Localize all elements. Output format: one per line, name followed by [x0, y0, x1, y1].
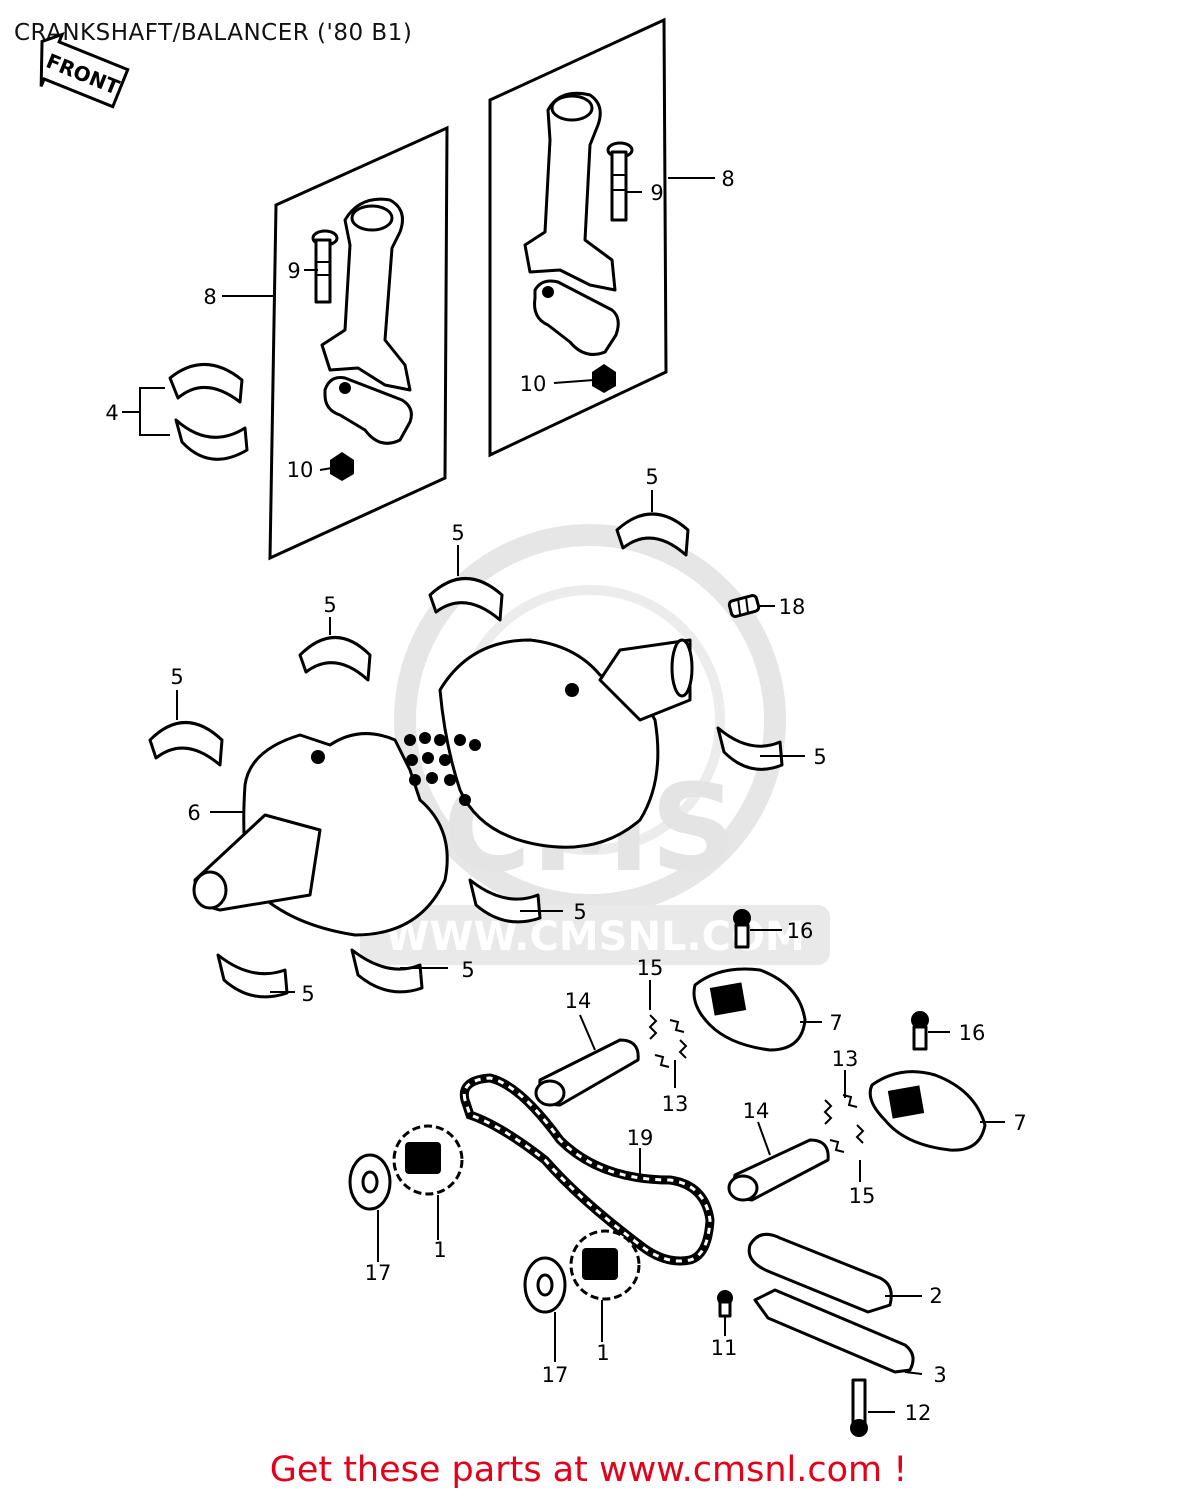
callout-8-left: 8	[203, 285, 216, 309]
washer-lower-hole	[536, 1273, 554, 1297]
callout-9-left: 9	[287, 259, 300, 283]
callout-6: 6	[187, 801, 200, 825]
callout-17-b: 17	[542, 1363, 569, 1387]
callout-19: 19	[627, 1126, 654, 1150]
chain-guide	[753, 1288, 915, 1374]
bolt-16-lower	[911, 1011, 929, 1051]
callout-5-d: 5	[170, 665, 183, 689]
page-title: CRANKSHAFT/BALANCER ('80 B1)	[14, 20, 413, 46]
conrod-frame-left	[268, 125, 449, 561]
bolt-11	[717, 1290, 733, 1318]
connecting-rod-left	[320, 197, 413, 445]
callout-10-left: 10	[287, 458, 314, 482]
callout-5-a: 5	[645, 465, 658, 489]
balancer-weight-lower	[868, 1070, 987, 1152]
callout-5-b: 5	[451, 521, 464, 545]
callout-5-f: 5	[573, 900, 586, 924]
crankshaft	[192, 638, 694, 937]
callout-1-a: 1	[433, 1238, 446, 1262]
callout-7-a: 7	[829, 1011, 842, 1035]
conrod-nut-left	[330, 452, 354, 481]
bolt-12	[850, 1378, 868, 1437]
callout-1-b: 1	[596, 1341, 609, 1365]
springs-lower	[823, 1094, 865, 1153]
conrod-bolt-left	[311, 229, 339, 304]
callout-13-a: 13	[662, 1092, 689, 1116]
conrod-nut-right	[592, 364, 616, 393]
conrod-bolt-right	[606, 141, 634, 222]
footer-banner[interactable]: Get these parts at www.cmsnl.com !	[269, 1450, 908, 1490]
callout-12: 12	[905, 1401, 932, 1425]
conrod-frame-right	[488, 17, 668, 458]
balancer-sprocket-upper	[392, 1124, 464, 1196]
callout-15-b: 15	[849, 1184, 876, 1208]
callout-16-a: 16	[787, 919, 814, 943]
bolt-16-upper	[733, 909, 751, 949]
callout-13-b: 13	[832, 1047, 859, 1071]
callout-15-a: 15	[637, 956, 664, 980]
callout-9-right: 9	[650, 181, 663, 205]
callout-8-right: 8	[721, 167, 734, 191]
balancer-weight-upper	[692, 967, 807, 1052]
front-arrow: FRONT	[39, 31, 130, 109]
callout-5-c: 5	[323, 593, 336, 617]
callout-17-a: 17	[365, 1261, 392, 1285]
callout-5-h: 5	[301, 982, 314, 1006]
main-bearing	[148, 512, 784, 999]
balancer-chain	[459, 1073, 715, 1266]
callout-10-right: 10	[520, 372, 547, 396]
callout-7-b: 7	[1013, 1111, 1026, 1135]
callout-14-a: 14	[565, 989, 592, 1013]
callout-18: 18	[779, 595, 806, 619]
connecting-rod-right	[523, 91, 620, 356]
callout-5-g: 5	[461, 958, 474, 982]
leader-lines	[122, 177, 1005, 1413]
callout-3: 3	[933, 1363, 946, 1387]
springs-upper	[648, 1014, 688, 1068]
chain-tensioner	[747, 1232, 893, 1314]
callout-14-b: 14	[743, 1099, 770, 1123]
balancer-sprocket-lower	[569, 1229, 641, 1301]
callout-labels: 8 8 9 9 4 10 10 5 5 5 5 5 5 5 5 18 6 16 …	[105, 167, 1026, 1425]
balancer-pin-upper	[534, 1038, 640, 1107]
balancer-pin-lower	[727, 1138, 830, 1202]
callout-4: 4	[105, 401, 118, 425]
callout-11: 11	[711, 1336, 738, 1360]
washer-upper-hole	[361, 1170, 379, 1194]
callout-2: 2	[929, 1284, 942, 1308]
bearing-insert-4	[168, 363, 249, 461]
callout-16-b: 16	[959, 1021, 986, 1045]
callout-5-e: 5	[813, 745, 826, 769]
dowel-pin-18	[727, 594, 761, 618]
